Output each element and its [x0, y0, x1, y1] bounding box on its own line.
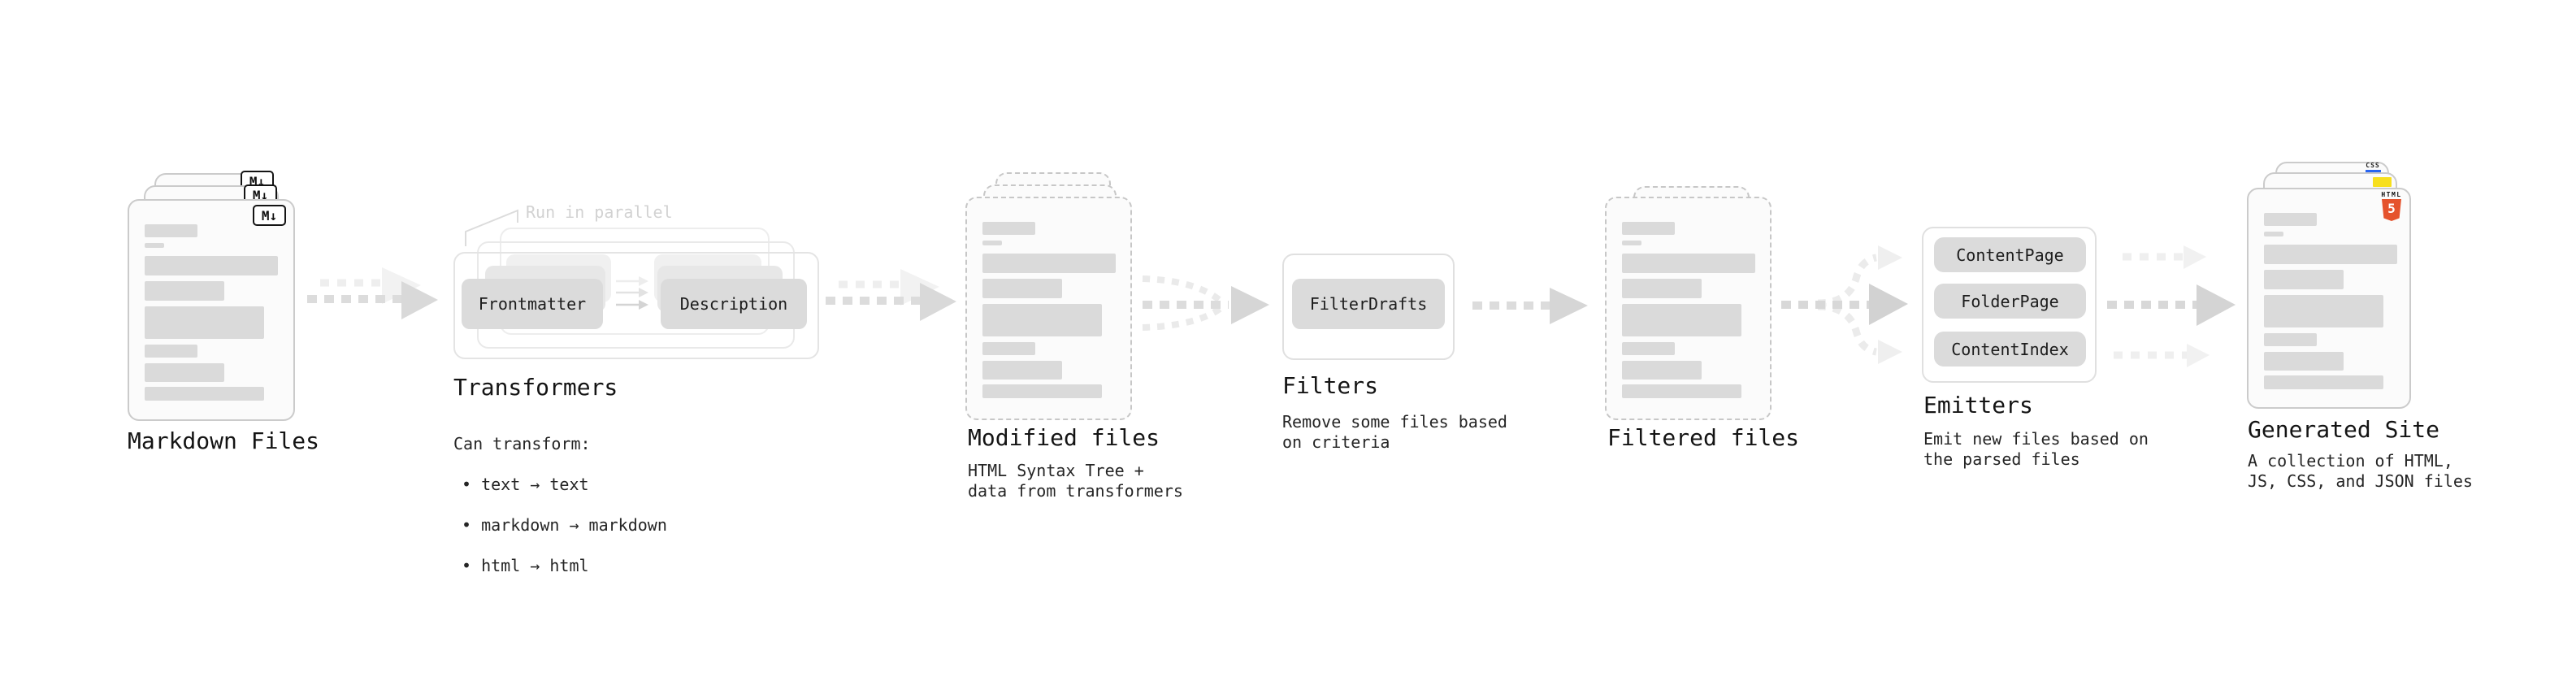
stage-label-emitters: Emitters: [1923, 392, 2033, 419]
text-line-placeholder: [982, 342, 1035, 355]
filters-note: Remove some files based on criteria: [1282, 412, 1507, 452]
text-line-placeholder: [1622, 342, 1675, 355]
text-line-placeholder: [2264, 333, 2317, 346]
stage-label-generated-site: Generated Site: [2248, 416, 2440, 443]
emitter-step-folderpage: FolderPage: [1934, 284, 2086, 319]
text-line-placeholder: [145, 306, 264, 339]
transformer-step-description: Description: [661, 279, 807, 329]
flow-arrow-icon: [826, 269, 956, 321]
note-bullet: • text → text: [462, 475, 589, 494]
stage-label-transformers: Transformers: [453, 374, 618, 401]
callout-leader-line: [465, 209, 518, 246]
parallel-arrows-icon: [616, 276, 648, 310]
converging-arrow-icon: [1142, 275, 1269, 331]
flow-arrow-icon: [307, 267, 438, 319]
text-line-placeholder: [2264, 232, 2283, 236]
flow-arrow-icon: [1472, 288, 1588, 324]
step-label: Description: [679, 294, 788, 314]
text-line-placeholder: [2264, 213, 2317, 226]
text-line-placeholder: [145, 256, 278, 275]
html5-badge-text: HTML: [2381, 191, 2402, 198]
emitters-note: Emit new files based on the parsed files: [1923, 429, 2149, 469]
text-line-placeholder: [1622, 222, 1675, 235]
transformer-layer-front: [453, 252, 819, 359]
step-label: Frontmatter: [478, 294, 587, 314]
generated-site-note: A collection of HTML, JS, CSS, and JSON …: [2248, 451, 2473, 491]
html5-file-icon: HTML 5: [2379, 191, 2404, 221]
stage-label-filtered-files: Filtered files: [1607, 424, 1800, 451]
text-line-placeholder: [982, 222, 1035, 235]
text-line-placeholder: [145, 345, 197, 358]
step-label: ContentPage: [1956, 245, 2064, 265]
step-label: ContentIndex: [1951, 339, 2069, 359]
text-line-placeholder: [1622, 361, 1702, 380]
run-in-parallel-callout: Run in parallel: [526, 202, 673, 222]
emitter-step-contentpage: ContentPage: [1934, 237, 2086, 272]
text-line-placeholder: [982, 361, 1062, 380]
step-label: FilterDrafts: [1309, 294, 1428, 314]
text-line-placeholder: [145, 224, 197, 237]
step-label: FolderPage: [1961, 291, 2059, 311]
text-line-placeholder: [2264, 270, 2344, 289]
text-line-placeholder: [1622, 254, 1755, 273]
diverging-arrow-icon: [1781, 245, 1908, 364]
modified-files-note: HTML Syntax Tree + data from transformer…: [968, 461, 1183, 501]
markdown-badge-text: M↓: [261, 207, 278, 223]
stage-label-modified-files: Modified files: [968, 424, 1160, 451]
markdown-doc-card-front: [128, 199, 295, 421]
text-line-placeholder: [145, 363, 224, 382]
js-file-icon: [2373, 177, 2392, 187]
note-bullet: • markdown → markdown: [462, 515, 667, 535]
text-line-placeholder: [982, 241, 1002, 245]
text-line-placeholder: [982, 304, 1102, 336]
text-line-placeholder: [1622, 304, 1741, 336]
html5-number: 5: [2387, 201, 2396, 216]
stage-label-markdown-files: Markdown Files: [128, 427, 320, 454]
css-badge-text: CSS: [2366, 162, 2380, 169]
text-line-placeholder: [145, 387, 264, 401]
generated-doc-card-front: [2247, 188, 2411, 409]
text-line-placeholder: [145, 243, 164, 248]
text-line-placeholder: [982, 254, 1116, 273]
css-badge-underline: [2365, 170, 2381, 172]
markdown-icon: M↓: [253, 205, 286, 226]
text-line-placeholder: [1622, 241, 1641, 245]
transformers-note: Can transform: • text → text • markdown …: [453, 414, 667, 596]
triple-arrow-icon: [2107, 245, 2236, 367]
markdown-badge-text: M↓: [252, 187, 269, 203]
text-line-placeholder: [2264, 375, 2383, 389]
text-line-placeholder: [1622, 384, 1741, 398]
css-file-icon: CSS: [2363, 163, 2383, 172]
text-line-placeholder: [2264, 352, 2344, 371]
text-line-placeholder: [145, 281, 224, 301]
text-line-placeholder: [982, 384, 1102, 398]
modified-doc-card-front: [965, 197, 1132, 420]
text-line-placeholder: [982, 279, 1062, 298]
html5-shield: 5: [2382, 199, 2401, 221]
emitter-step-contentindex: ContentIndex: [1934, 332, 2086, 367]
text-line-placeholder: [2264, 245, 2397, 264]
note-bullet: • html → html: [462, 556, 589, 575]
text-line-placeholder: [1622, 279, 1702, 298]
filtered-doc-card-front: [1605, 197, 1772, 420]
filter-step-filterdrafts: FilterDrafts: [1292, 279, 1445, 329]
note-heading: Can transform:: [453, 434, 591, 453]
stage-label-filters: Filters: [1282, 372, 1379, 399]
text-line-placeholder: [2264, 295, 2383, 327]
transformer-step-frontmatter: Frontmatter: [462, 279, 603, 329]
